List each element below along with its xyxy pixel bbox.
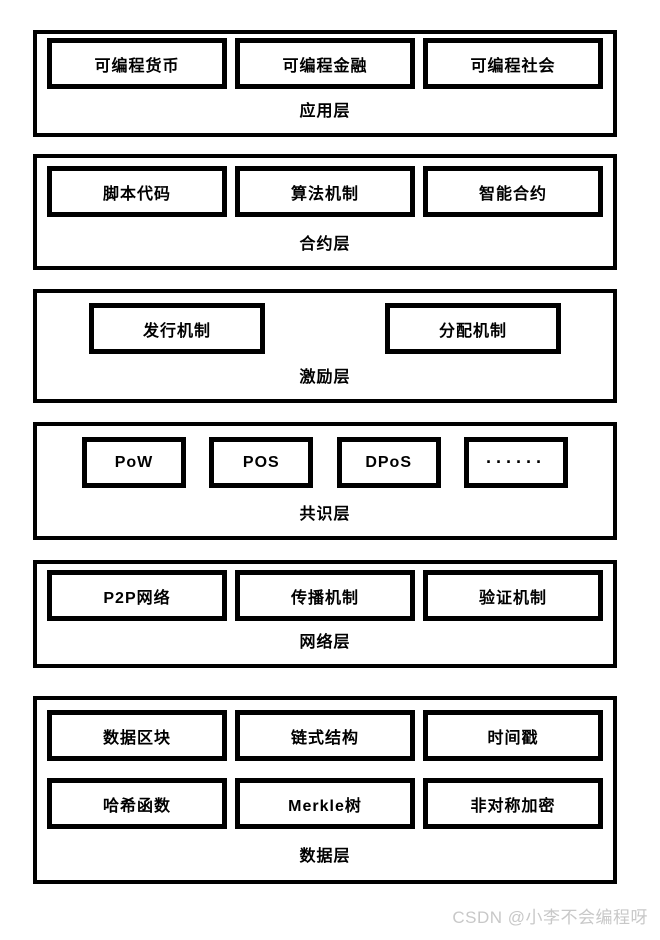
- layer-label: 激励层: [299, 369, 351, 386]
- item-label: P2P网络: [103, 589, 171, 607]
- item-box: P2P网络: [47, 570, 227, 621]
- item-row: 数据区块 链式结构 时间戳: [37, 710, 613, 761]
- item-label: 发行机制: [142, 322, 211, 340]
- item-label: 脚本代码: [102, 185, 171, 203]
- item-label: 时间戳: [487, 729, 539, 747]
- layer-2: 脚本代码 算法机制 智能合约合约层: [33, 154, 617, 270]
- item-box: ······: [463, 437, 568, 488]
- layer-rows: 发行机制 分配机制: [37, 293, 613, 354]
- item-box: 哈希函数: [47, 778, 227, 829]
- item-box: 数据区块: [47, 710, 227, 761]
- item-label: Merkle树: [288, 797, 362, 815]
- item-label: POS: [242, 453, 280, 471]
- item-row: PoW POS DPoS ······: [37, 426, 613, 488]
- csdn-watermark: CSDN @小李不会编程呀: [452, 908, 648, 927]
- layer-rows: 数据区块 链式结构 时间戳哈希函数 Merkle树 非对称加密: [37, 700, 613, 829]
- item-label: PoW: [114, 453, 154, 471]
- layer-label: 应用层: [299, 103, 351, 120]
- item-label: DPoS: [365, 453, 412, 471]
- item-label: 传播机制: [290, 589, 359, 607]
- item-box: 脚本代码: [47, 166, 227, 217]
- layer-4: PoW POS DPoS ······ 共识层: [33, 422, 617, 540]
- item-label: 哈希函数: [102, 797, 171, 815]
- layer-label: 共识层: [299, 506, 351, 523]
- layer-5: P2P网络 传播机制 验证机制网络层: [33, 560, 617, 668]
- item-box: 非对称加密: [423, 778, 603, 829]
- layer-rows: 可编程货币 可编程金融 可编程社会: [37, 34, 613, 89]
- item-label: 链式结构: [290, 729, 359, 747]
- item-label: 分配机制: [438, 322, 507, 340]
- layer-rows: P2P网络 传播机制 验证机制: [37, 564, 613, 621]
- item-row: P2P网络 传播机制 验证机制: [37, 564, 613, 621]
- item-label: 智能合约: [478, 185, 547, 203]
- item-box: 可编程社会: [423, 38, 603, 89]
- item-box: 分配机制: [385, 303, 561, 354]
- item-label: 算法机制: [290, 185, 359, 203]
- item-label: 可编程社会: [470, 57, 556, 75]
- item-box: PoW: [82, 437, 186, 488]
- item-label: 非对称加密: [470, 797, 556, 815]
- item-box: 验证机制: [423, 570, 603, 621]
- item-box: 链式结构: [235, 710, 415, 761]
- item-box: 可编程货币: [47, 38, 227, 89]
- item-box: 发行机制: [89, 303, 265, 354]
- layer-label: 合约层: [299, 236, 351, 253]
- item-box: 时间戳: [423, 710, 603, 761]
- item-label: 数据区块: [102, 729, 171, 747]
- item-box: Merkle树: [235, 778, 415, 829]
- layer-rows: 脚本代码 算法机制 智能合约: [37, 158, 613, 217]
- item-row: 发行机制 分配机制: [37, 293, 613, 354]
- layer-3: 发行机制 分配机制激励层: [33, 289, 617, 403]
- blockchain-architecture-diagram: 可编程货币 可编程金融 可编程社会应用层脚本代码 算法机制 智能合约合约层发行机制 分配机…: [33, 30, 617, 884]
- layer-label: 网络层: [299, 634, 351, 651]
- item-box: DPoS: [336, 437, 441, 488]
- item-row: 哈希函数 Merkle树 非对称加密: [37, 778, 613, 829]
- item-box: 算法机制: [235, 166, 415, 217]
- item-row: 可编程货币 可编程金融 可编程社会: [37, 34, 613, 89]
- item-box: 智能合约: [423, 166, 603, 217]
- layer-rows: PoW POS DPoS ······: [37, 426, 613, 488]
- item-box: 可编程金融: [235, 38, 415, 89]
- layer-1: 可编程货币 可编程金融 可编程社会应用层: [33, 30, 617, 137]
- item-row: 脚本代码 算法机制 智能合约: [37, 158, 613, 217]
- item-label: 可编程货币: [94, 57, 180, 75]
- layer-label: 数据层: [299, 848, 351, 865]
- item-box: POS: [209, 437, 314, 488]
- item-label: 验证机制: [478, 589, 547, 607]
- layer-6: 数据区块 链式结构 时间戳哈希函数 Merkle树 非对称加密数据层: [33, 696, 617, 884]
- item-box: 传播机制: [235, 570, 415, 621]
- item-label: ······: [486, 452, 546, 472]
- item-label: 可编程金融: [282, 57, 368, 75]
